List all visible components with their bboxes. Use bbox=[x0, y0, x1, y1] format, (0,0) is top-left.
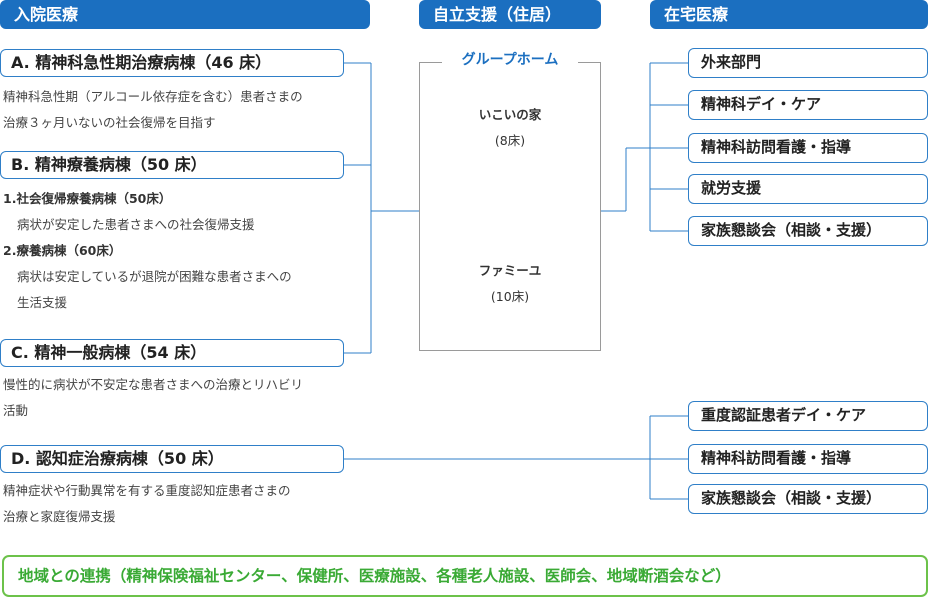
service-day-care: 精神科デイ・ケア bbox=[688, 90, 928, 120]
ward-d-description: 精神症状や行動異常を有する重度認知症患者さまの 治療と家庭復帰支援 bbox=[3, 478, 291, 530]
ward-d-box: D. 認知症治療病棟（50 床） bbox=[0, 445, 344, 473]
ward-b-sub1-line-1: 病状が安定した患者さまへの社会復帰支援 bbox=[17, 217, 255, 232]
service-home-nursing: 精神科訪問看護・指導 bbox=[688, 133, 928, 163]
ward-a-description: 精神科急性期（アルコール依存症を含む）患者さまの 治療３ヶ月いないの社会復帰を目… bbox=[3, 84, 303, 136]
service-home-nursing-2: 精神科訪問看護・指導 bbox=[688, 444, 928, 474]
ward-a-desc-line-1: 精神科急性期（アルコール依存症を含む）患者さまの bbox=[3, 89, 303, 104]
ward-b-box: B. 精神療養病棟（50 床） bbox=[0, 151, 344, 179]
service-outpatient: 外来部門 bbox=[688, 48, 928, 78]
service-family-meeting: 家族懇談会（相談・支援） bbox=[688, 216, 928, 246]
ward-b-sub2-title: 2.療養病棟（60床） bbox=[3, 243, 122, 258]
ward-a-box: A. 精神科急性期治療病棟（46 床） bbox=[0, 49, 344, 77]
ward-c-box: C. 精神一般病棟（54 床） bbox=[0, 339, 344, 367]
group-home-famille: ファミーユ (10床) bbox=[420, 258, 600, 310]
ward-d-desc-line-1: 精神症状や行動異常を有する重度認知症患者さまの bbox=[3, 483, 291, 498]
service-family-meeting-2: 家族懇談会（相談・支援） bbox=[688, 484, 928, 514]
group-home-ikoi: いこいの家 (8床) bbox=[420, 102, 600, 154]
home-name: ファミーユ bbox=[478, 263, 542, 278]
ward-b-description: 1.社会復帰療養病棟（50床） 病状が安定した患者さまへの社会復帰支援 2.療養… bbox=[3, 186, 292, 316]
header-independence: 自立支援（住居） bbox=[419, 0, 601, 29]
ward-b-sub1-title: 1.社会復帰療養病棟（50床） bbox=[3, 191, 172, 206]
home-name: いこいの家 bbox=[478, 107, 542, 122]
ward-b-sub2-line-1: 病状は安定しているが退院が困難な患者さまへの bbox=[17, 269, 292, 284]
group-home-title: グループホーム bbox=[442, 49, 578, 71]
service-employment-support: 就労支援 bbox=[688, 174, 928, 204]
ward-b-sub2-line-2: 生活支援 bbox=[17, 295, 68, 310]
ward-c-desc-line-2: 活動 bbox=[3, 403, 29, 418]
header-home-care: 在宅医療 bbox=[650, 0, 928, 29]
service-dementia-day-care: 重度認証患者デイ・ケア bbox=[688, 401, 928, 431]
ward-c-desc-line-1: 慢性的に病状が不安定な患者さまへの治療とリハビリ bbox=[3, 377, 304, 392]
home-capacity: (10床) bbox=[490, 289, 530, 304]
home-capacity: (8床) bbox=[494, 133, 526, 148]
ward-a-desc-line-2: 治療３ヶ月いないの社会復帰を目指す bbox=[3, 115, 216, 130]
ward-c-description: 慢性的に病状が不安定な患者さまへの治療とリハビリ 活動 bbox=[3, 372, 303, 424]
header-inpatient: 入院医療 bbox=[0, 0, 370, 29]
community-cooperation-banner: 地域との連携（精神保険福祉センター、保健所、医療施設、各種老人施設、医師会、地域… bbox=[2, 555, 928, 597]
ward-d-desc-line-2: 治療と家庭復帰支援 bbox=[3, 509, 116, 524]
